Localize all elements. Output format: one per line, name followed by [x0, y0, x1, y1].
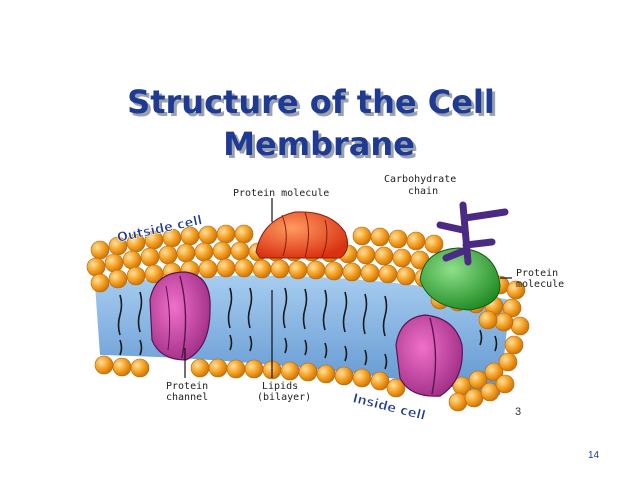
label-inside-cell: Inside cell: [351, 391, 427, 424]
slide-number: 14: [588, 450, 600, 461]
label-protein-right-1: Protein: [516, 268, 558, 279]
phospholipid-heads-lower: [94, 335, 524, 412]
slide-title-line2: Membrane: [223, 125, 415, 163]
label-carbohydrate-2: chain: [408, 186, 438, 197]
label-protein-channel-1: Protein: [166, 381, 208, 392]
label-lipids-2: (bilayer): [257, 392, 311, 403]
label-protein-molecule-top: Protein molecule: [233, 188, 329, 199]
label-protein-right-2: molecule: [516, 279, 564, 290]
leader-lines: [184, 198, 512, 378]
label-protein-channel-2: channel: [166, 392, 208, 403]
slide-title-line1: Structure of the Cell: [127, 83, 495, 121]
lipid-tails: [117, 287, 498, 370]
protein-channel-right: [395, 314, 463, 397]
label-carbohydrate-1: Carbohydrate: [384, 174, 456, 185]
carbohydrate-chain: [436, 201, 509, 266]
label-lipids-1: Lipids: [262, 381, 298, 392]
protein-molecule-orange: [255, 211, 349, 259]
protein-channel-left: [149, 271, 211, 361]
protein-molecule-green: [419, 247, 501, 311]
image-page-number: 3: [515, 406, 522, 418]
